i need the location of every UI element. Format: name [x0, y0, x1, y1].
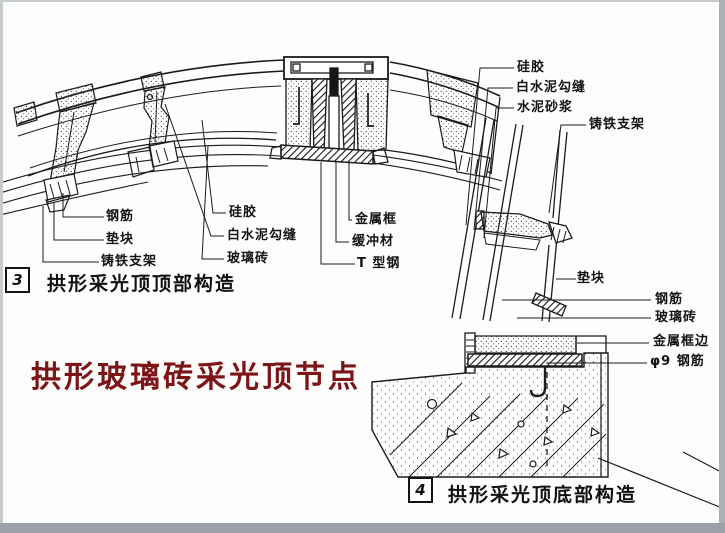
arch-inner-shell-lines [0, 144, 503, 216]
label-metal-frame: 金属框 [355, 212, 398, 227]
label-cast-iron-bracket-top: 铸铁支架 [101, 254, 158, 269]
label-rebar-top: 钢筋 [106, 209, 135, 224]
frame-edge-right [719, 0, 725, 533]
label-silicone-top: 硅胶 [229, 205, 258, 220]
bracket-left [43, 83, 97, 213]
label-spacer-bottom: 垫块 [577, 271, 606, 286]
frame-edge-left [0, 0, 3, 533]
label-white-cement-joint-top: 白水泥勾缝 [227, 228, 298, 243]
label-silicone-bottom: 硅胶 [517, 60, 546, 75]
figure-number-3: 3 [5, 267, 30, 293]
label-buffer-material: 缓冲材 [352, 234, 395, 249]
figure-caption-top: 拱形采光顶顶部构造 [47, 273, 237, 295]
label-metal-frame-edge: 金属框边 [653, 334, 710, 349]
label-spacer-top: 垫块 [106, 232, 135, 247]
page-title: 拱形玻璃砖采光顶节点 [31, 360, 361, 395]
frame-edge-bottom [0, 523, 725, 533]
label-glass-brick-bottom: 玻璃砖 [655, 310, 698, 325]
crown-detail [269, 56, 389, 165]
label-t-steel: T 型钢 [357, 256, 401, 271]
frame-edge-top [0, 0, 725, 2]
figure-number-4: 4 [408, 477, 433, 503]
figure-caption-bottom: 拱形采光顶底部构造 [448, 484, 638, 506]
label-white-cement-joint-bottom: 白水泥勾缝 [516, 80, 587, 95]
concrete-foundation [371, 352, 725, 509]
label-cement-mortar: 水泥砂浆 [517, 100, 574, 115]
label-glass-brick-top: 玻璃砖 [227, 251, 270, 266]
leader-lines-figure-top [42, 103, 355, 265]
bracket-mid [127, 71, 179, 178]
leader-lines-figure-bottom [465, 67, 651, 364]
base-column [451, 117, 573, 323]
label-phi9-rebar: φ9 钢筋 [650, 354, 705, 369]
label-rebar-bottom: 钢筋 [655, 292, 684, 307]
label-cast-iron-bracket-bottom: 铸铁支架 [589, 117, 646, 132]
